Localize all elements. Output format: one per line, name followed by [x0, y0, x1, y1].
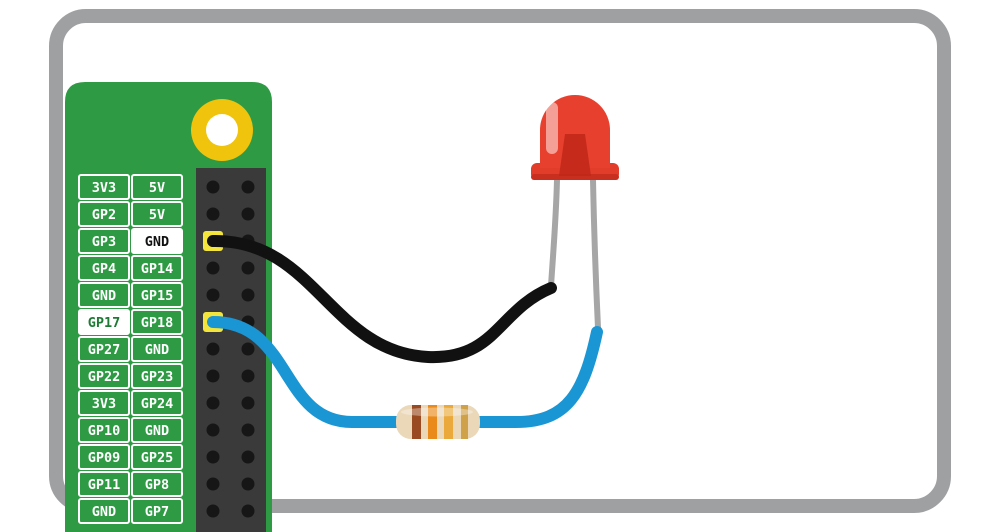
header-pin-hole [241, 504, 255, 518]
pin-label-box-gp3 [78, 228, 130, 254]
pin-label-gnd: GND [92, 504, 116, 520]
header-pin-hole [206, 207, 220, 221]
header-pin-hole [241, 450, 255, 464]
pin-label-box-gp25 [131, 444, 183, 470]
pin-label-5v: 5V [149, 180, 165, 196]
panel-border [49, 9, 951, 513]
pin-label-gp10: GP10 [88, 423, 121, 439]
resistor-band-4 [461, 405, 468, 439]
pin-label-gp14: GP14 [141, 261, 174, 277]
header-pin-hole [206, 261, 220, 275]
header-pin-hole [241, 288, 255, 302]
jumper-wire-black [207, 234, 557, 364]
pin-label-box-gnd [131, 228, 183, 254]
pin-label-box-gp7 [131, 498, 183, 524]
pin-label-box-3v3 [78, 390, 130, 416]
pin-label-gp24: GP24 [141, 396, 174, 412]
pin-label-box-gp10 [78, 417, 130, 443]
pin-label-box-3v3 [78, 174, 130, 200]
pin-label-gp8: GP8 [145, 477, 169, 493]
header-pin-hole [206, 423, 220, 437]
pin-label-gp2: GP2 [92, 207, 116, 223]
pin-label-box-5v [131, 174, 183, 200]
pin-label-3v3: 3V3 [92, 180, 116, 196]
header-pin-hole [206, 477, 220, 491]
pin-label-gp27: GP27 [88, 342, 121, 358]
gpio-header-strip [196, 168, 266, 532]
resistor-highlight [401, 407, 473, 417]
pin-label-gp11: GP11 [88, 477, 121, 493]
pin-label-box-gp14 [131, 255, 183, 281]
header-pin-hole [241, 342, 255, 356]
pin-label-box-gp2 [78, 201, 130, 227]
pin-label-box-gp8 [131, 471, 183, 497]
led [531, 95, 619, 180]
pin-label-gp09: GP09 [88, 450, 121, 466]
pin-label-box-gp22 [78, 363, 130, 389]
header-pin-hole [206, 504, 220, 518]
header-pin-hole [241, 261, 255, 275]
header-pin-hole [241, 423, 255, 437]
header-pin-hole [206, 342, 220, 356]
resistor-band-1 [412, 405, 421, 439]
pin-label-gnd: GND [92, 288, 116, 304]
pin-label-box-gnd [78, 498, 130, 524]
header-pin-hole [241, 180, 255, 194]
led-flange-shadow [531, 174, 619, 180]
pin-label-box-gp27 [78, 336, 130, 362]
pin-label-gp22: GP22 [88, 369, 121, 385]
header-pin-hole [241, 207, 255, 221]
led-anode-leg [590, 177, 601, 331]
mounting-hole [206, 114, 238, 146]
led-die [559, 134, 591, 176]
header-pin-hole [206, 288, 220, 302]
resistor-band-3 [444, 405, 453, 439]
pin-label-box-gnd [78, 282, 130, 308]
led-highlight [546, 102, 558, 154]
header-pin-hole [206, 396, 220, 410]
jumper-wire-blue [207, 316, 603, 428]
pin-label-gp17: GP17 [88, 315, 121, 331]
pin-label-box-gp11 [78, 471, 130, 497]
pin-label-3v3: 3V3 [92, 396, 116, 412]
header-pin-hole [206, 450, 220, 464]
pin-label-box-gp24 [131, 390, 183, 416]
pin-label-box-gnd [131, 336, 183, 362]
pin-label-box-gp17 [78, 309, 130, 335]
pin-label-box-gp15 [131, 282, 183, 308]
header-pin-hole [241, 369, 255, 383]
pin-label-gp7: GP7 [145, 504, 169, 520]
led-legs [548, 177, 601, 331]
resistor [396, 405, 480, 439]
pin-label-gnd: GND [145, 342, 169, 358]
pin-label-box-gp4 [78, 255, 130, 281]
header-pin-hole [206, 369, 220, 383]
pin-label-gnd: GND [145, 423, 169, 439]
pin-label-gp3: GP3 [92, 234, 116, 250]
pin-label-gp25: GP25 [141, 450, 174, 466]
pin-label-gnd: GND [145, 234, 169, 250]
pin-label-gp15: GP15 [141, 288, 174, 304]
pin-label-gp23: GP23 [141, 369, 174, 385]
header-pin-hole [241, 477, 255, 491]
header-pin-hole [206, 180, 220, 194]
pin-label-5v: 5V [149, 207, 165, 223]
resistor-band-2 [428, 405, 437, 439]
led-cathode-leg [548, 177, 560, 289]
pin-label-box-gp18 [131, 309, 183, 335]
header-pin-hole [241, 396, 255, 410]
pin-label-box-5v [131, 201, 183, 227]
pin-label-box-gp23 [131, 363, 183, 389]
pin-label-box-gp09 [78, 444, 130, 470]
pin-label-gp4: GP4 [92, 261, 116, 277]
pin-label-box-gnd [131, 417, 183, 443]
pin-label-gp18: GP18 [141, 315, 174, 331]
